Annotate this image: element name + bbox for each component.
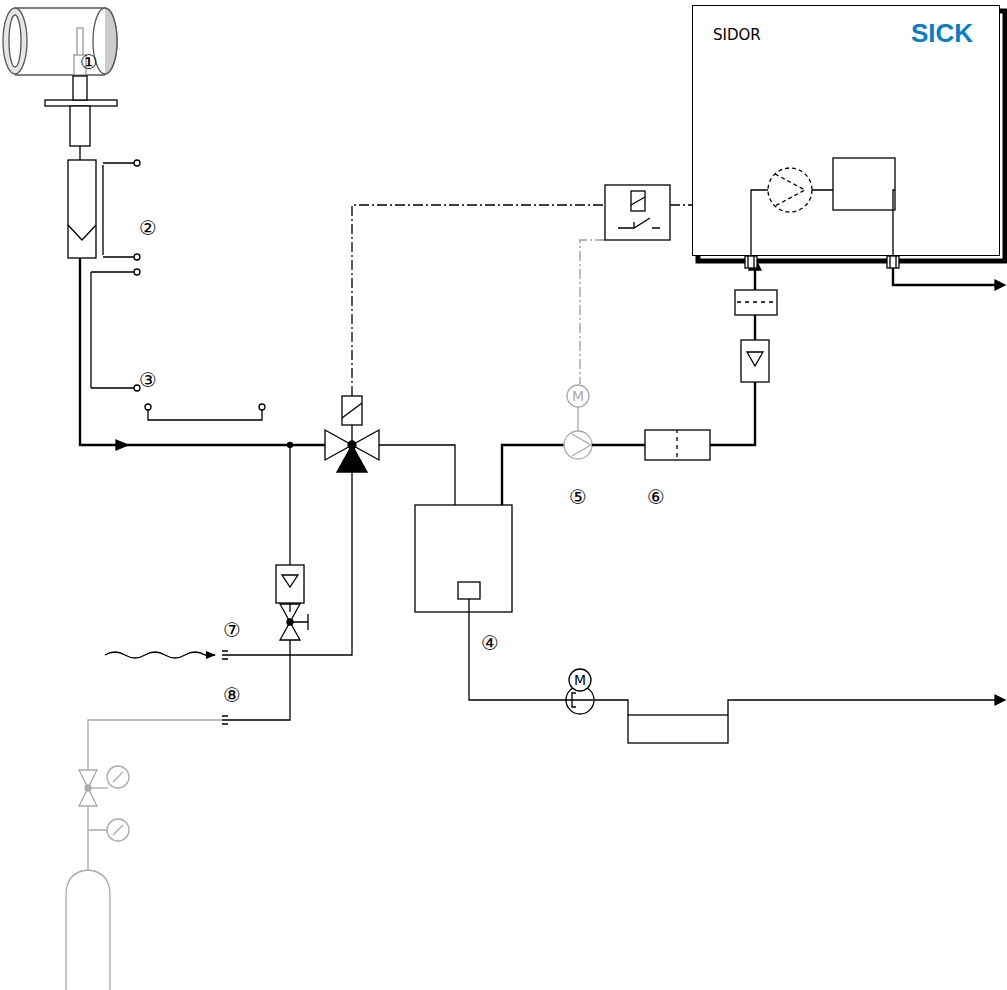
motor-letter: M <box>572 389 584 403</box>
callout-number: ② <box>139 218 157 238</box>
motor-letter: M <box>574 673 586 687</box>
callout-number: ③ <box>139 370 157 390</box>
callout-number: ⑤ <box>569 487 587 507</box>
analyzer-housing: SIDOR SICK <box>692 5 1000 256</box>
callout-number: ⑧ <box>223 685 241 705</box>
brand-logo: SICK <box>911 20 973 46</box>
device-name: SIDOR <box>713 28 761 43</box>
callout-number: ④ <box>481 633 499 653</box>
callout-number: ⑥ <box>647 487 665 507</box>
callout-number: ⑦ <box>223 620 241 640</box>
callout-number: ① <box>80 52 98 72</box>
